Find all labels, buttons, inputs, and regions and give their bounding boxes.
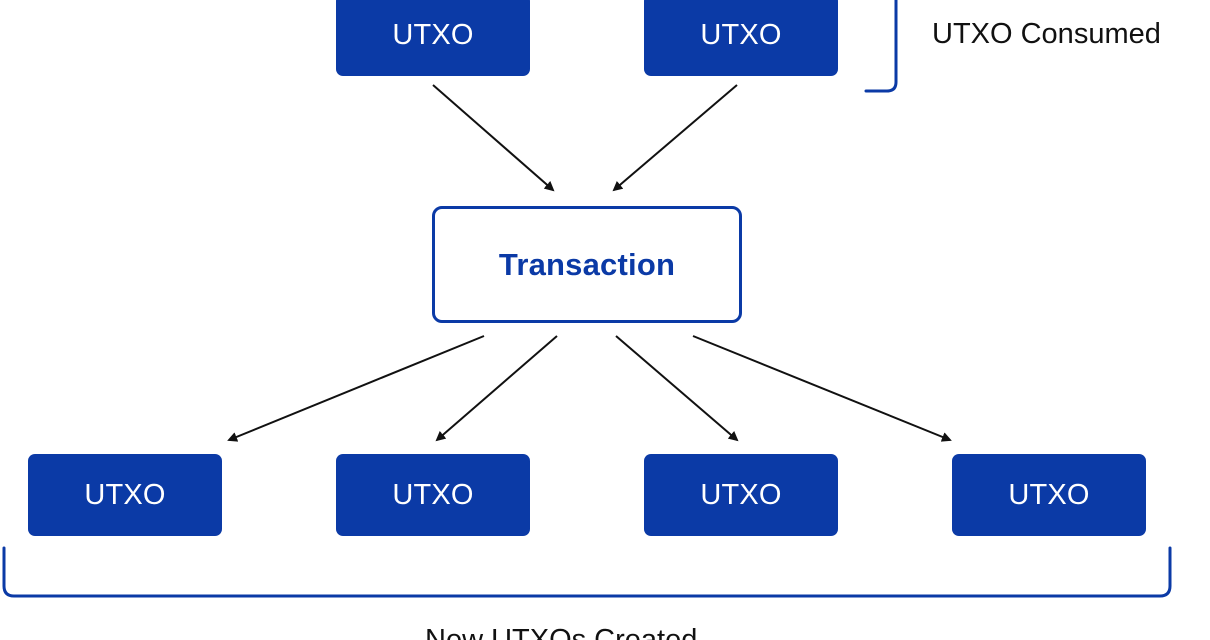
output-utxo-box: UTXO [28,454,222,536]
output-utxo-label: UTXO [84,478,166,511]
output-utxo-label: UTXO [1008,478,1090,511]
consumed-bracket [864,0,898,93]
input-utxo-label: UTXO [700,18,782,51]
output-utxo-label: UTXO [700,478,782,511]
input-utxo-box: UTXO [336,0,530,76]
output-utxo-box: UTXO [644,454,838,536]
created-label: New UTXOs Created [425,624,698,640]
output-utxo-box: UTXO [336,454,530,536]
edge-input-0-to-transaction [432,84,555,192]
created-bracket [2,546,1172,598]
transaction-box: Transaction [432,206,742,323]
consumed-label: UTXO Consumed [932,18,1161,50]
output-utxo-label: UTXO [392,478,474,511]
edge-transaction-to-output-0 [227,335,485,442]
edge-transaction-to-output-3 [692,335,952,442]
edge-transaction-to-output-2 [615,335,739,442]
output-utxo-box: UTXO [952,454,1146,536]
edge-input-1-to-transaction [612,84,738,192]
edge-transaction-to-output-1 [435,335,558,442]
input-utxo-label: UTXO [392,18,474,51]
transaction-label: Transaction [498,246,676,282]
input-utxo-box: UTXO [644,0,838,76]
